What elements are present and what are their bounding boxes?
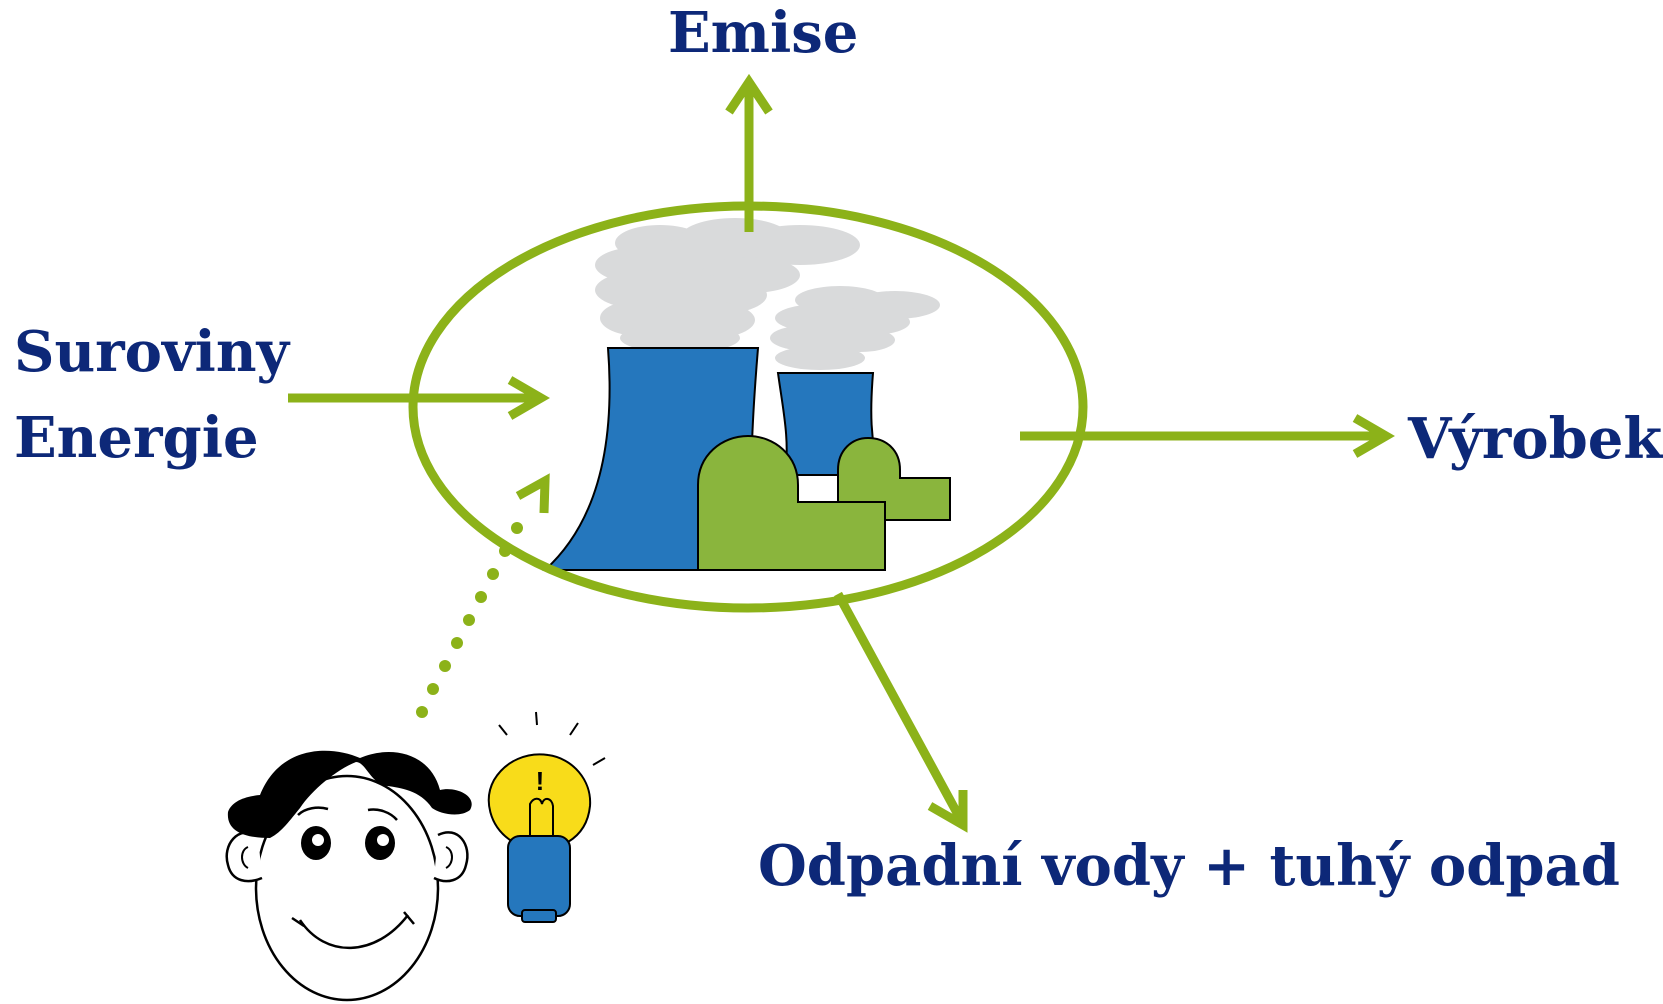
- building-small-icon: [837, 436, 951, 521]
- light-bulb-icon: !: [487, 711, 606, 923]
- suroviny-label: Suroviny: [14, 319, 290, 385]
- idea-dotted-arrow: [416, 522, 523, 718]
- emise-arrow: [725, 73, 773, 232]
- vyrobek-label: Výrobek: [1408, 406, 1663, 472]
- smoke-icon: [595, 218, 940, 370]
- output-arrow: [1020, 414, 1395, 458]
- input-arrow: [288, 376, 550, 420]
- idea-arrowhead: [515, 473, 550, 514]
- thinking-person-icon: [225, 750, 472, 1002]
- building-large-icon: [697, 434, 886, 571]
- waste-arrow: [834, 591, 968, 833]
- energie-label: Energie: [14, 405, 259, 471]
- emise-label: Emise: [668, 0, 859, 66]
- odpad-label: Odpadní vody + tuhý odpad: [758, 833, 1620, 899]
- bulb-exclamation: !: [536, 766, 545, 796]
